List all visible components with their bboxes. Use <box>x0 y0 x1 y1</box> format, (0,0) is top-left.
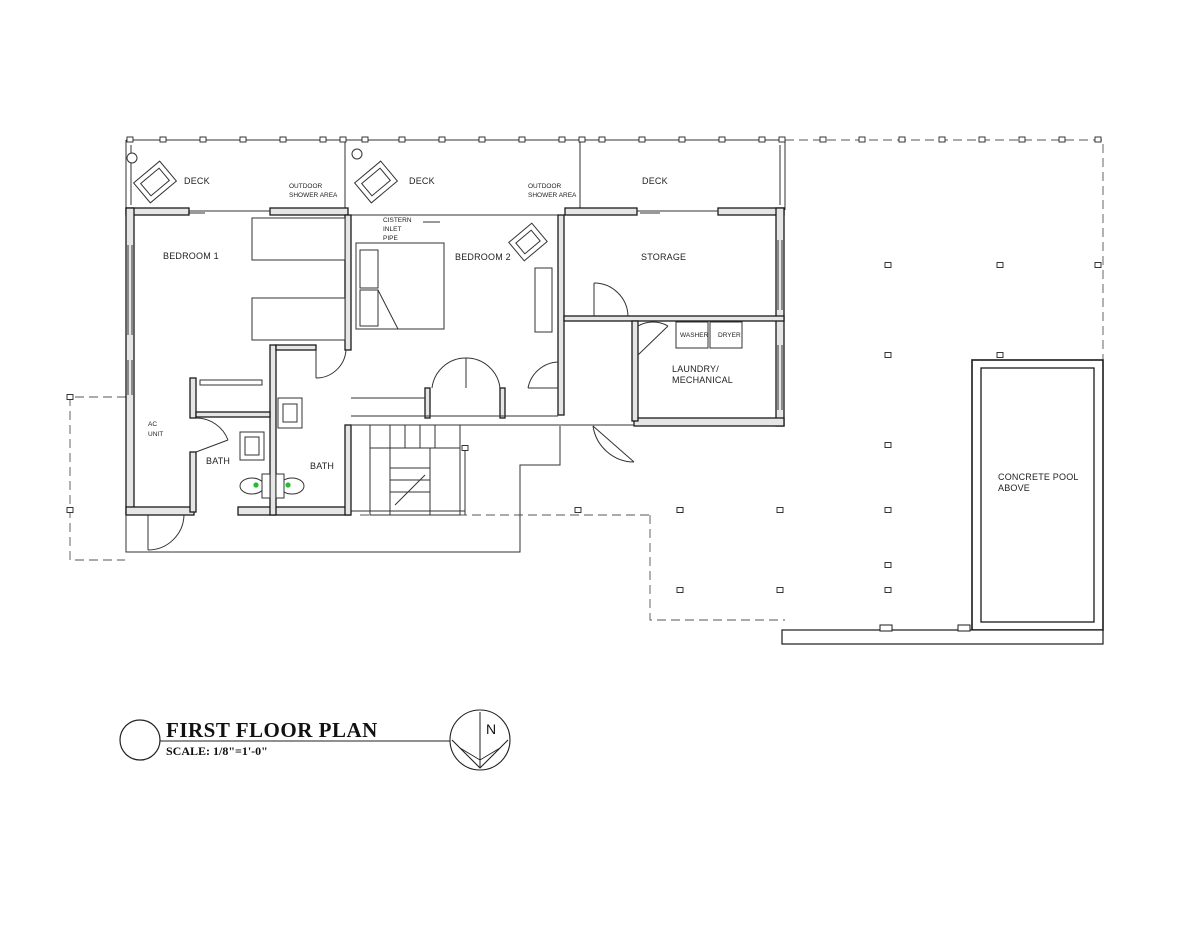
bath-1-label: BATH <box>206 456 230 466</box>
outdoor-shower-label: SHOWER AREA <box>289 192 338 199</box>
dryer-label: DRYER <box>718 332 741 339</box>
deck-post <box>478 136 486 143</box>
outdoor-shower-label: OUTDOOR <box>289 183 323 190</box>
column-marker <box>776 507 784 513</box>
deck-post <box>398 136 406 143</box>
column-marker <box>66 394 74 400</box>
windows <box>127 240 783 410</box>
title-block: FIRST FLOOR PLAN SCALE: 1/8"=1'-0" N <box>119 709 511 771</box>
deck-label: DECK <box>184 176 210 186</box>
deck-chairs <box>126 148 548 262</box>
room-labels: DECK DECK DECK OUTDOOR SHOWER AREA OUTDO… <box>148 176 1079 493</box>
deck-post <box>638 136 646 143</box>
column-marker <box>884 587 892 593</box>
deck-post <box>898 136 906 143</box>
column-marker <box>676 587 684 593</box>
north-arrow-icon: N <box>449 709 511 771</box>
stairs <box>369 424 461 516</box>
deck-post <box>778 136 786 143</box>
column-marker <box>884 562 892 568</box>
column-marker <box>996 262 1004 268</box>
pool-label: ABOVE <box>998 483 1030 493</box>
column-marker <box>884 507 892 513</box>
deck-post <box>858 136 866 143</box>
deck-post <box>1058 136 1066 143</box>
laundry-appliances <box>675 321 743 349</box>
cistern-label: CISTERN <box>383 217 412 224</box>
terrace-lines <box>125 426 561 553</box>
deck-post <box>938 136 946 143</box>
toilet-accent <box>285 482 291 488</box>
drawing-scale: SCALE: 1/8"=1'-0" <box>166 744 268 758</box>
deck-post <box>159 136 167 143</box>
outdoor-shower-label: OUTDOOR <box>528 183 562 190</box>
bedroom-1-label: BEDROOM 1 <box>163 251 219 261</box>
deck-post <box>1094 136 1102 143</box>
deck-post <box>339 136 347 143</box>
washer-label: WASHER <box>680 332 709 339</box>
cistern-label: PIPE <box>383 235 398 242</box>
laundry-label: LAUNDRY/ <box>672 364 719 374</box>
laundry-label: MECHANICAL <box>672 375 733 385</box>
deck-label: DECK <box>642 176 668 186</box>
deck-post <box>279 136 287 143</box>
deck-post <box>758 136 766 143</box>
bath-2-label: BATH <box>310 461 334 471</box>
deck-post <box>578 136 586 143</box>
outdoor-shower-label: SHOWER AREA <box>528 192 577 199</box>
column-marker <box>996 352 1004 358</box>
deck-post <box>438 136 446 143</box>
annotation-arrows <box>188 212 660 223</box>
deck-post <box>361 136 369 143</box>
deck-post <box>978 136 986 143</box>
deck-post <box>819 136 827 143</box>
deck-post <box>199 136 207 143</box>
doors <box>147 282 669 551</box>
bath-fixtures <box>239 397 305 499</box>
column-marker <box>884 352 892 358</box>
pool-label: CONCRETE POOL <box>998 472 1079 482</box>
deck-posts <box>126 136 1102 143</box>
toilet-accent <box>253 482 259 488</box>
column-marker <box>676 507 684 513</box>
column-marker <box>884 262 892 268</box>
deck-post <box>126 136 134 143</box>
column-marker <box>574 507 582 513</box>
column-marker <box>776 587 784 593</box>
ac-unit-label: AC <box>148 421 157 428</box>
furniture <box>199 217 553 386</box>
deck-post <box>558 136 566 143</box>
column-marker <box>66 507 74 513</box>
pool <box>781 359 1104 645</box>
column-marker <box>1094 262 1102 268</box>
deck-railings <box>125 139 786 210</box>
bedroom-2-label: BEDROOM 2 <box>455 252 511 262</box>
drawing-title: FIRST FLOOR PLAN <box>166 718 378 742</box>
north-label: N <box>486 721 496 737</box>
storage-label: STORAGE <box>641 252 686 262</box>
column-markers <box>66 262 1102 593</box>
drawing-number-bubble <box>119 719 161 761</box>
interior-walls <box>189 214 785 516</box>
deck-post <box>598 136 606 143</box>
deck-post <box>678 136 686 143</box>
deck-post <box>718 136 726 143</box>
ac-unit-label: UNIT <box>148 431 163 438</box>
column-marker <box>461 445 469 451</box>
deck-label: DECK <box>409 176 435 186</box>
deck-post <box>319 136 327 143</box>
deck-post <box>1018 136 1026 143</box>
cistern-label: INLET <box>383 226 401 233</box>
deck-post <box>518 136 526 143</box>
deck-post <box>239 136 247 143</box>
column-marker <box>884 442 892 448</box>
